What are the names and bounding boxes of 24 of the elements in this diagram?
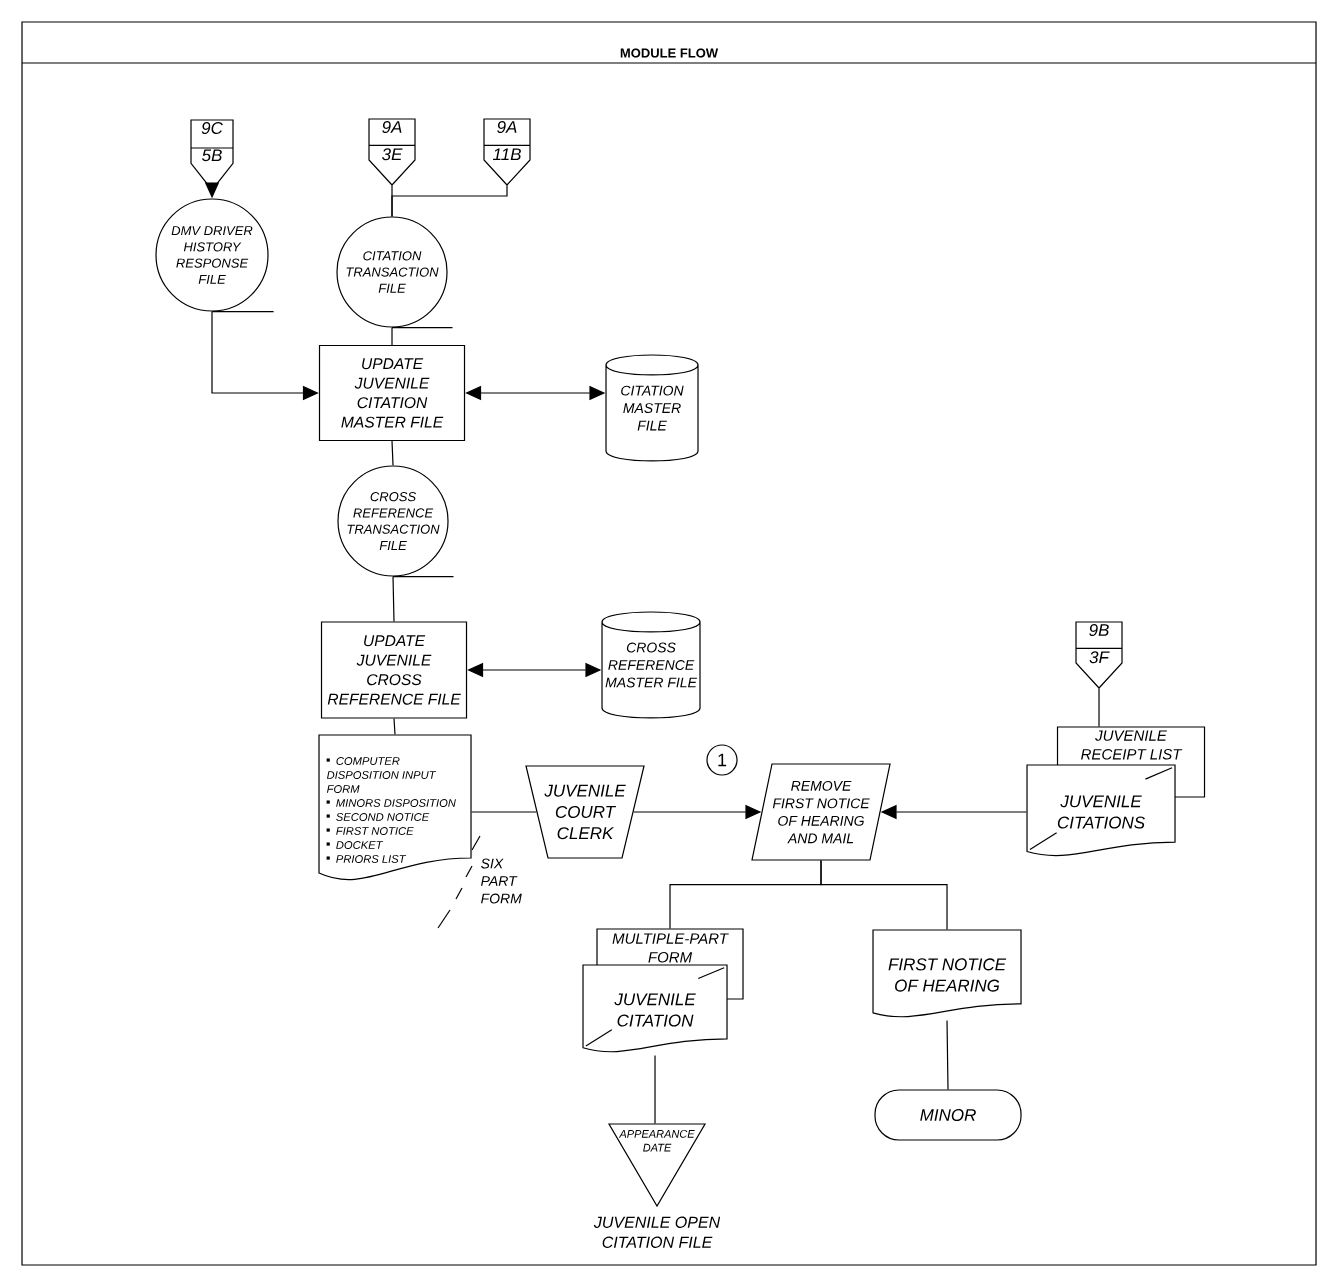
connector-line [654, 1055, 656, 1124]
connector-line [391, 440, 394, 466]
connector-line [471, 811, 537, 813]
annotation-text: JUVENILE OPEN CITATION FILE [593, 1216, 721, 1248]
offpage-connector: 9A 3E [368, 118, 416, 186]
connector-line [820, 860, 948, 930]
connector-line [393, 718, 396, 735]
offpage-connector: 9A 11B [483, 118, 531, 186]
input-output-parallelogram: REMOVE FIRST NOTICE OF HEARING AND MAIL [751, 763, 891, 861]
process-box: UPDATE JUVENILE CITATION MASTER FILE [318, 344, 466, 442]
title: MODULE FLOW [620, 48, 719, 58]
storage-cylinder: CITATION MASTER FILE [605, 354, 699, 462]
annotation-text: SIX PART FORM [481, 858, 522, 904]
connector-line [946, 1020, 949, 1090]
connector-line [391, 327, 393, 346]
process-box: UPDATE JUVENILE CROSS REFERENCE FILE [320, 621, 468, 719]
connector-line [391, 185, 508, 217]
connector-line [1098, 688, 1100, 727]
offpage-connector: 9B 3F [1075, 621, 1123, 689]
offpage-connector: 9C 5B [190, 119, 234, 191]
storage-cylinder: CROSS REFERENCE MASTER FILE [601, 611, 701, 719]
manual-operation-trapezoid: JUVENILE COURT CLERK [525, 765, 645, 859]
callout-number: 1 [706, 744, 738, 776]
connector-line [392, 576, 395, 622]
